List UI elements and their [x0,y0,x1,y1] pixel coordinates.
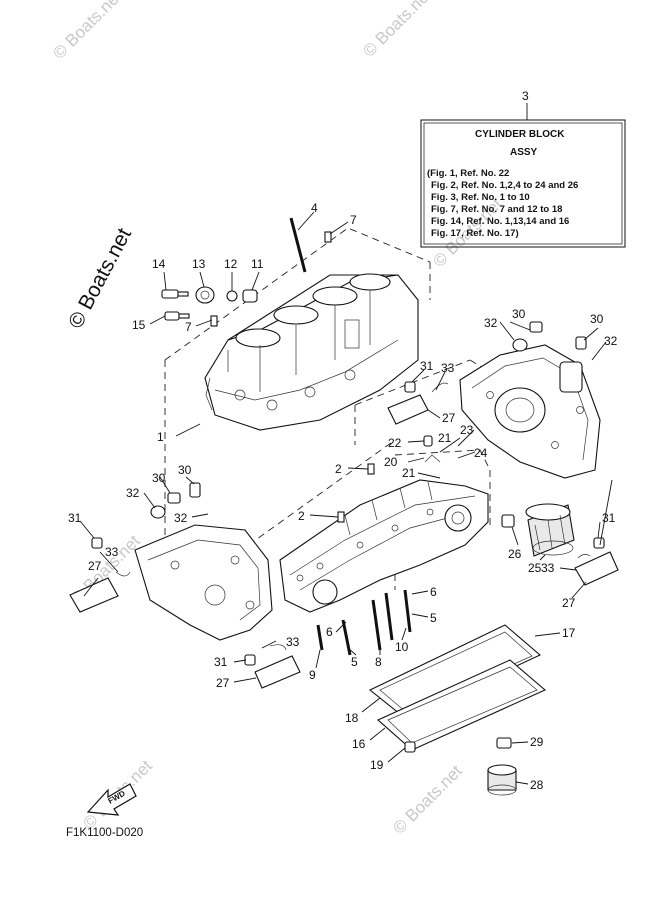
callout-7a: 7 [350,213,357,227]
right-cover [459,344,601,479]
info-box-outer [420,119,626,248]
watermark-top-right: © Boats.net [359,0,436,61]
callout-30c: 30 [152,471,166,485]
callout-numbers: 4 7 14 13 12 11 15 7 1 2 2 30 32 30 32 3… [68,201,618,792]
callout-8: 8 [375,655,382,669]
callout-6b: 6 [326,625,333,639]
callout-27d: 27 [216,676,230,690]
callout-32a: 32 [484,316,498,330]
callout-18: 18 [345,711,359,725]
callout-31d: 31 [214,655,228,669]
info-line-6: Fig. 17, Ref. No. 17) [431,228,519,239]
info-line-2: Fig. 2, Ref. No. 1,2,4 to 24 and 26 [431,180,578,191]
callout-26: 26 [508,547,522,561]
callout-31c: 31 [68,511,82,525]
callout-25: 25 [528,561,542,575]
oil-pan-gasket [368,624,547,751]
callout-33b: 33 [541,561,555,575]
callout-7b: 7 [185,320,192,334]
callout-27c: 27 [88,559,102,573]
callout-31a: 31 [420,359,434,373]
callout-20: 20 [384,455,398,469]
info-box-title: CYLINDER BLOCK [475,129,565,140]
leader-lines [79,211,613,785]
info-line-1: (Fig. 1, Ref. No. 22 [427,168,509,179]
info-line-4: Fig. 7, Ref. No. 7 and 12 to 18 [431,204,562,215]
callout-30d: 30 [178,463,192,477]
watermark-side-text: © Boats.net [64,224,136,332]
small-parts [69,217,619,796]
info-line-5: Fig. 14, Ref. No. 1,13,14 and 16 [431,216,569,227]
callout-21a: 21 [438,431,452,445]
diagram-code: F1K1100-D020 [66,827,143,839]
callout-11: 11 [251,257,264,271]
callout-9: 9 [309,668,316,682]
callout-33a: 33 [441,361,455,375]
fwd-arrow-icon [86,783,137,816]
callout-27b: 27 [562,596,576,610]
callout-2b: 2 [298,509,305,523]
callout-4: 4 [311,201,318,215]
callout-30b: 30 [590,312,604,326]
callout-32c: 32 [126,486,140,500]
callout-23: 23 [460,423,474,437]
callout-22: 22 [388,436,402,450]
callout-24: 24 [474,446,488,460]
callout-5b: 5 [351,655,358,669]
callout-15: 15 [132,318,146,332]
oil-filter [525,503,575,557]
callout-32d: 32 [174,511,188,525]
callout-10: 10 [395,640,409,654]
callout-30a: 30 [512,307,526,321]
callout-33c: 33 [105,545,119,559]
callout-28: 28 [530,778,544,792]
callout-13: 13 [192,257,206,271]
info-box-inner [423,122,623,245]
info-line-3: Fig. 3, Ref. No. 1 to 10 [431,192,530,203]
callout-29: 29 [530,735,544,749]
callout-6a: 6 [430,585,437,599]
watermark-bottom-right: © Boats.net [389,761,466,838]
callout-19: 19 [370,758,384,772]
crankcase-lower [279,479,489,613]
fwd-arrow: FWD [86,783,137,816]
callout-2a: 2 [335,462,342,476]
callout-1: 1 [157,430,164,444]
callout-14: 14 [152,257,166,271]
cylinder-block [204,273,419,431]
callout-27a: 27 [442,411,456,425]
callout-5: 5 [430,611,437,625]
info-box-subtitle: ASSY [510,147,538,158]
assembly-info-box: 3 CYLINDER BLOCK ASSY (Fig. 1, Ref. No. … [420,89,626,248]
callout-33d: 33 [286,635,300,649]
watermark-top-left: © Boats.net [49,0,126,63]
callout-12: 12 [224,257,238,271]
callout-32b: 32 [604,334,618,348]
callout-31b: 31 [602,511,616,525]
callout-16: 16 [352,737,366,751]
callout-21b: 21 [402,466,416,480]
callout-17: 17 [562,626,576,640]
callout-3: 3 [522,89,529,103]
left-cover [134,524,273,641]
